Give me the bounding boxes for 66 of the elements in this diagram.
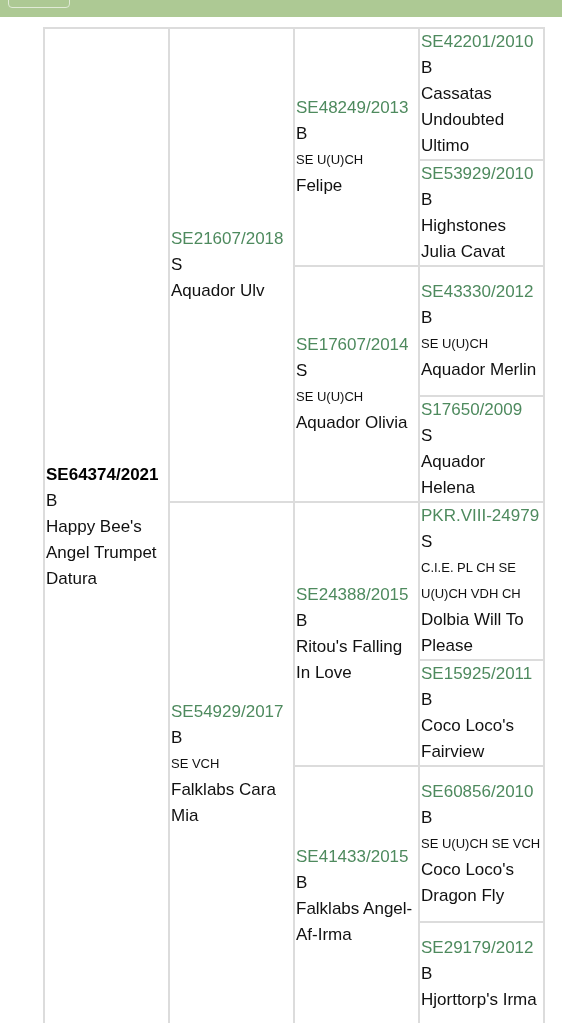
sex-code: B (421, 963, 434, 985)
title-text: C.I.E. PL CH SE U(U)CH VDH CH (421, 559, 522, 603)
sex-code: B (421, 189, 434, 211)
pedigree-cell (169, 28, 294, 502)
dog-name: Aquador Helena (421, 451, 487, 499)
registration-number: PKR.VIII-24979 (421, 506, 540, 525)
pedigree-cell (419, 160, 544, 266)
title-text: SE U(U)CH (296, 388, 365, 406)
pedigree-cell (294, 266, 419, 502)
sex-code: B (171, 727, 184, 749)
dog-name: Ritou's Falling In Love (296, 636, 404, 684)
dog-name: Aquador Merlin (421, 359, 538, 381)
sex-code: B (46, 490, 59, 512)
registration-number: SE54929/2017 (171, 701, 285, 723)
registration-number: S17650/2009 (421, 399, 524, 421)
sex-code: B (296, 610, 309, 632)
pedigree-cell (419, 922, 544, 1023)
registration-number: SE21607/2018 (171, 228, 285, 250)
dog-name: Happy Bee's Angel Trumpet Datura (46, 516, 158, 590)
dog-name: Felipe (296, 175, 344, 197)
pedigree-cell (294, 766, 419, 1023)
registration-number: SE64374/2021 (46, 464, 160, 486)
title-text: SE VCH (171, 755, 221, 773)
dog-name: Aquador Olivia (296, 412, 409, 434)
dog-name: Hjorttorp's Irma (421, 989, 538, 1011)
sex-code: B (296, 123, 309, 145)
registration-number: SE48249/2013 (296, 97, 410, 119)
registration-number: SE43330/2012 (421, 281, 535, 303)
pedigree-cell (294, 502, 419, 766)
pedigree-cell (419, 266, 544, 396)
dog-name: Dolbia Will To Please (421, 609, 525, 657)
registration-number: SE53929/2010 (421, 163, 535, 185)
title-text: SE U(U)CH (421, 335, 490, 353)
pedigree-cell (419, 28, 544, 160)
registration-number: SE17607/2014 (296, 334, 410, 356)
pedigree-cell (169, 502, 294, 1023)
registration-number: SE29179/2012 (421, 937, 535, 959)
pedigree-cell (419, 396, 544, 502)
sex-code: S (296, 360, 309, 382)
registration-number: SE42201/2010 (421, 31, 535, 53)
sex-code: S (421, 425, 434, 447)
registration-number: SE15925/2011 (421, 663, 534, 685)
dog-name: Falklabs Angel-Af-Irma (296, 898, 414, 946)
sex-code: S (171, 254, 184, 276)
dog-name: Aquador Ulv (171, 280, 266, 302)
sex-code: B (421, 807, 434, 829)
registration-number: SE24388/2015 (296, 584, 410, 606)
pedigree-cell (44, 28, 169, 1023)
dog-name: Coco Loco's Fairview (421, 715, 516, 763)
dog-name: Coco Loco's Dragon Fly (421, 859, 516, 907)
registration-number: SE60856/2010 (421, 781, 535, 803)
title-text: SE U(U)CH (296, 151, 365, 169)
sex-code: S (421, 532, 433, 551)
sex-code: B (296, 872, 309, 894)
pedigree-cell (419, 766, 544, 922)
sex-code: B (421, 307, 434, 329)
registration-number: SE41433/2015 (296, 846, 410, 868)
pedigree-cell (419, 660, 544, 766)
dog-name: Cassatas Undoubted Ultimo (421, 83, 506, 157)
title-text: SE U(U)CH SE VCH (421, 835, 542, 853)
dog-name: Falklabs Cara Mia (171, 779, 277, 827)
sex-code: B (421, 57, 434, 79)
sex-code: B (421, 689, 434, 711)
dog-name: Highstones Julia Cavat (421, 215, 508, 263)
pedigree-cell (294, 28, 419, 266)
pedigree-cell (419, 502, 544, 660)
